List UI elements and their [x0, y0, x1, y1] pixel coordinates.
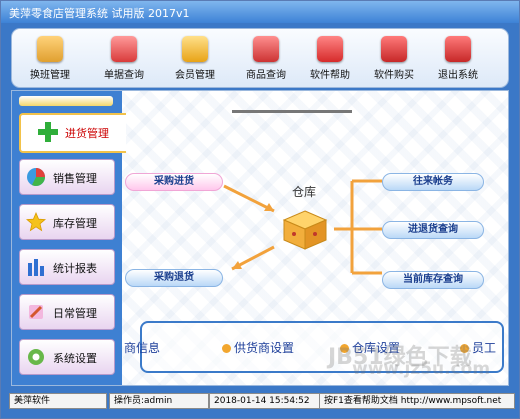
member-management-button[interactable]: 会员管理 [167, 36, 223, 82]
warehouse-settings-link[interactable]: 仓库设置 [340, 339, 400, 356]
member-icon [182, 36, 208, 62]
status-help: 按F1查看帮助文档 http://www.mpsoft.net [319, 393, 515, 409]
status-bar: 美萍软件 操作员:admin 2018-01-14 15:54:52 按F1查看… [1, 389, 519, 418]
bullet-icon [340, 344, 349, 353]
power-icon [445, 36, 471, 62]
employee-label: 员工 [472, 341, 497, 355]
accounts-button[interactable]: 往来帐务 [382, 173, 484, 191]
exit-system-label: 退出系统 [438, 70, 478, 81]
sidebar-item-reports-label: 统计报表 [53, 262, 97, 275]
buy-software-label: 软件购买 [374, 70, 414, 81]
warehouse-box-icon [282, 210, 328, 250]
sidebar-item-reports[interactable]: 统计报表 [19, 249, 115, 285]
shift-management-label: 换班管理 [30, 70, 70, 81]
content-header-line [232, 110, 352, 113]
supplier-settings-link[interactable]: 供货商设置 [222, 339, 294, 356]
sidebar-item-settings[interactable]: 系统设置 [19, 339, 115, 375]
sidebar-top-strip [19, 96, 113, 106]
goods-query-button[interactable]: 商品查询 [238, 36, 294, 82]
sidebar-item-purchase-label: 进货管理 [65, 127, 109, 140]
watermark: JB51绿色下载 [328, 345, 472, 370]
warehouse-settings-label: 仓库设置 [352, 341, 401, 355]
bullet-icon [222, 344, 231, 353]
help-icon [317, 36, 343, 62]
member-management-label: 会员管理 [175, 70, 215, 81]
merchant-info-label: 商信息 [124, 341, 161, 355]
sidebar-item-sales-label: 销售管理 [53, 172, 97, 185]
flow-connectors [223, 179, 382, 275]
warehouse-label: 仓库 [292, 185, 317, 199]
software-help-button[interactable]: 软件帮助 [302, 36, 358, 82]
watermark-url: www.jz5u.com [352, 359, 491, 379]
employee-link[interactable]: 员工 [460, 339, 496, 356]
bullet-icon [460, 344, 469, 353]
in-out-query-button[interactable]: 进退货查询 [382, 221, 484, 239]
exit-system-button[interactable]: 退出系统 [430, 36, 486, 82]
goods-search-icon [253, 36, 279, 62]
receipt-query-button[interactable]: 单据查询 [96, 36, 152, 82]
purchase-return-button[interactable]: 采购退货 [125, 269, 223, 287]
sidebar-item-settings-label: 系统设置 [53, 352, 97, 365]
magnifier-icon [111, 36, 137, 62]
status-datetime: 2018-01-14 15:54:52 [209, 393, 321, 409]
sidebar-item-sales[interactable]: 销售管理 [19, 159, 115, 195]
sidebar: 进货管理 销售管理 库存管理 统计报表 日常管理 系统设置 [12, 91, 126, 385]
title-bar: 美萍零食店管理系统 试用版 2017v1 [1, 1, 519, 23]
pie-chart-icon [27, 168, 45, 186]
goods-query-label: 商品查询 [246, 70, 286, 81]
supplier-settings-label: 供货商设置 [234, 341, 295, 355]
settings-bar: 商信息 供货商设置 仓库设置 员工 [124, 321, 504, 373]
buy-software-button[interactable]: 软件购买 [366, 36, 422, 82]
sidebar-item-daily-label: 日常管理 [53, 307, 97, 320]
brush-icon [29, 305, 43, 319]
sidebar-item-inventory-label: 库存管理 [53, 217, 97, 230]
star-icon [26, 212, 46, 232]
software-help-label: 软件帮助 [310, 70, 350, 81]
purchase-in-button[interactable]: 采购进货 [125, 173, 223, 191]
status-operator: 操作员:admin [109, 393, 209, 409]
sidebar-item-daily[interactable]: 日常管理 [19, 294, 115, 330]
current-stock-query-button[interactable]: 当前库存查询 [382, 271, 484, 289]
gear-icon [28, 349, 44, 365]
sidebar-item-purchase[interactable]: 进货管理 [19, 113, 126, 153]
shift-management-button[interactable]: 换班管理 [22, 36, 78, 82]
receipt-query-label: 单据查询 [104, 70, 144, 81]
status-company: 美萍软件 [9, 393, 107, 409]
plus-icon [38, 122, 58, 142]
yen-icon [381, 36, 407, 62]
window-title: 美萍零食店管理系统 试用版 2017v1 [9, 7, 190, 20]
bar-chart-icon [28, 259, 44, 276]
handshake-icon [37, 36, 63, 62]
main-panel: 进货管理 销售管理 库存管理 统计报表 日常管理 系统设置 [11, 90, 509, 386]
merchant-info-link[interactable]: 商信息 [124, 339, 160, 356]
toolbar: 换班管理 单据查询 会员管理 商品查询 软件帮助 软件购买 退出系统 [11, 28, 509, 88]
sidebar-item-inventory[interactable]: 库存管理 [19, 204, 115, 240]
